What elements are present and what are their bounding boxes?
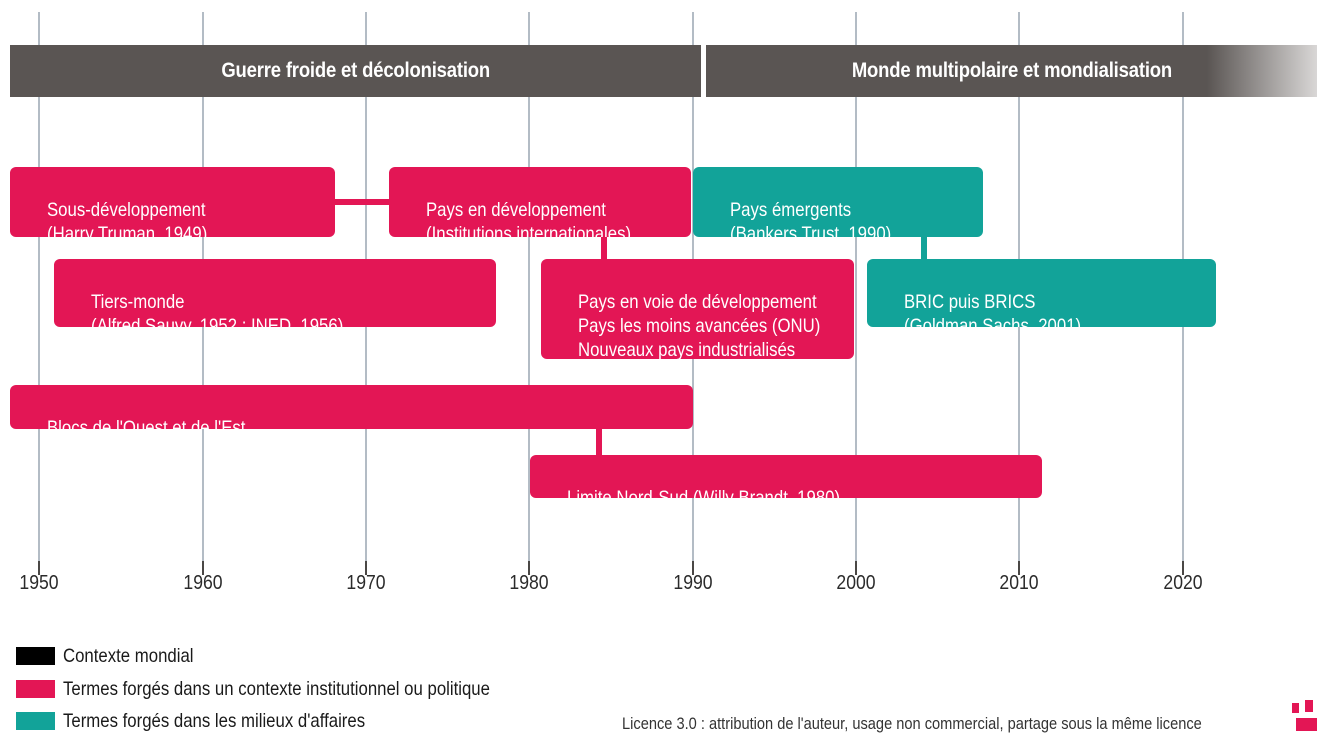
term-box-blocs: Blocs de l'Ouest et de l'Est bbox=[10, 385, 693, 429]
connector-pays-en-dev-pvd bbox=[601, 232, 607, 263]
legend-swatch-contexte bbox=[16, 647, 55, 665]
term-text-pvd-pma-npi: Pays en voie de développement Pays les m… bbox=[577, 291, 820, 359]
era-label-monde-multipolaire: Monde multipolaire et mondialisation bbox=[851, 59, 1172, 82]
term-box-pvd-pma-npi: Pays en voie de développement Pays les m… bbox=[541, 259, 854, 359]
term-box-sous-developpement: Sous-développement (Harry Truman, 1949) bbox=[10, 167, 335, 237]
tick-1960 bbox=[202, 561, 204, 575]
tick-1980 bbox=[528, 561, 530, 575]
era-bar-guerre-froide: Guerre froide et décolonisation bbox=[10, 45, 701, 97]
term-box-bric-brics: BRIC puis BRICS (Goldman Sachs, 2001) bbox=[867, 259, 1216, 327]
tick-1990 bbox=[692, 561, 694, 575]
term-text-sous-developpement: Sous-développement (Harry Truman, 1949) bbox=[46, 199, 207, 237]
connector-blocs-nord-sud bbox=[596, 425, 602, 459]
tick-2000 bbox=[855, 561, 857, 575]
year-label-1970: 1970 bbox=[346, 572, 386, 594]
connector-sous-dev-pays-en-dev bbox=[330, 199, 394, 205]
term-box-nord-sud: Limite Nord-Sud (Willy Brandt, 1980) bbox=[530, 455, 1042, 498]
connector-emergents-bric bbox=[921, 232, 927, 263]
era-label-guerre-froide: Guerre froide et décolonisation bbox=[221, 59, 490, 82]
term-box-pays-emergents: Pays émergents (Bankers Trust, 1990) bbox=[693, 167, 983, 237]
term-text-bric-brics: BRIC puis BRICS (Goldman Sachs, 2001) bbox=[903, 291, 1081, 327]
legend-label-affaires: Termes forgés dans les milieux d'affaire… bbox=[63, 710, 366, 732]
legend-label-institutionnel: Termes forgés dans un contexte instituti… bbox=[63, 678, 490, 700]
tick-1970 bbox=[365, 561, 367, 575]
tick-1950 bbox=[38, 561, 40, 575]
license-text: Licence 3.0 : attribution de l'auteur, u… bbox=[622, 714, 1202, 733]
year-label-1950: 1950 bbox=[19, 572, 59, 594]
gridline-1980 bbox=[528, 12, 530, 564]
year-label-1960: 1960 bbox=[183, 572, 223, 594]
term-text-pays-emergents: Pays émergents (Bankers Trust, 1990) bbox=[729, 199, 891, 237]
tick-2010 bbox=[1018, 561, 1020, 575]
year-label-1980: 1980 bbox=[509, 572, 549, 594]
year-label-1990: 1990 bbox=[673, 572, 713, 594]
gridline-1950 bbox=[38, 12, 40, 564]
publisher-logo-icon bbox=[1292, 700, 1317, 731]
legend-swatch-affaires bbox=[16, 712, 55, 730]
legend-swatch-institutionnel bbox=[16, 680, 55, 698]
term-text-pays-en-developpement: Pays en développement (Institutions inte… bbox=[425, 199, 631, 237]
year-label-2000: 2000 bbox=[836, 572, 876, 594]
term-box-pays-en-developpement: Pays en développement (Institutions inte… bbox=[389, 167, 691, 237]
year-label-2010: 2010 bbox=[999, 572, 1039, 594]
term-text-blocs: Blocs de l'Ouest et de l'Est bbox=[46, 417, 246, 429]
year-label-2020: 2020 bbox=[1163, 572, 1203, 594]
era-bar-monde-multipolaire: Monde multipolaire et mondialisation bbox=[706, 45, 1317, 97]
term-text-tiers-monde: Tiers-monde (Alfred Sauvy, 1952 ; INED, … bbox=[90, 291, 343, 327]
term-text-nord-sud: Limite Nord-Sud (Willy Brandt, 1980) bbox=[566, 487, 840, 498]
term-box-tiers-monde: Tiers-monde (Alfred Sauvy, 1952 ; INED, … bbox=[54, 259, 496, 327]
tick-2020 bbox=[1182, 561, 1184, 575]
legend-label-contexte: Contexte mondial bbox=[63, 645, 194, 667]
gridline-2000 bbox=[855, 12, 857, 564]
